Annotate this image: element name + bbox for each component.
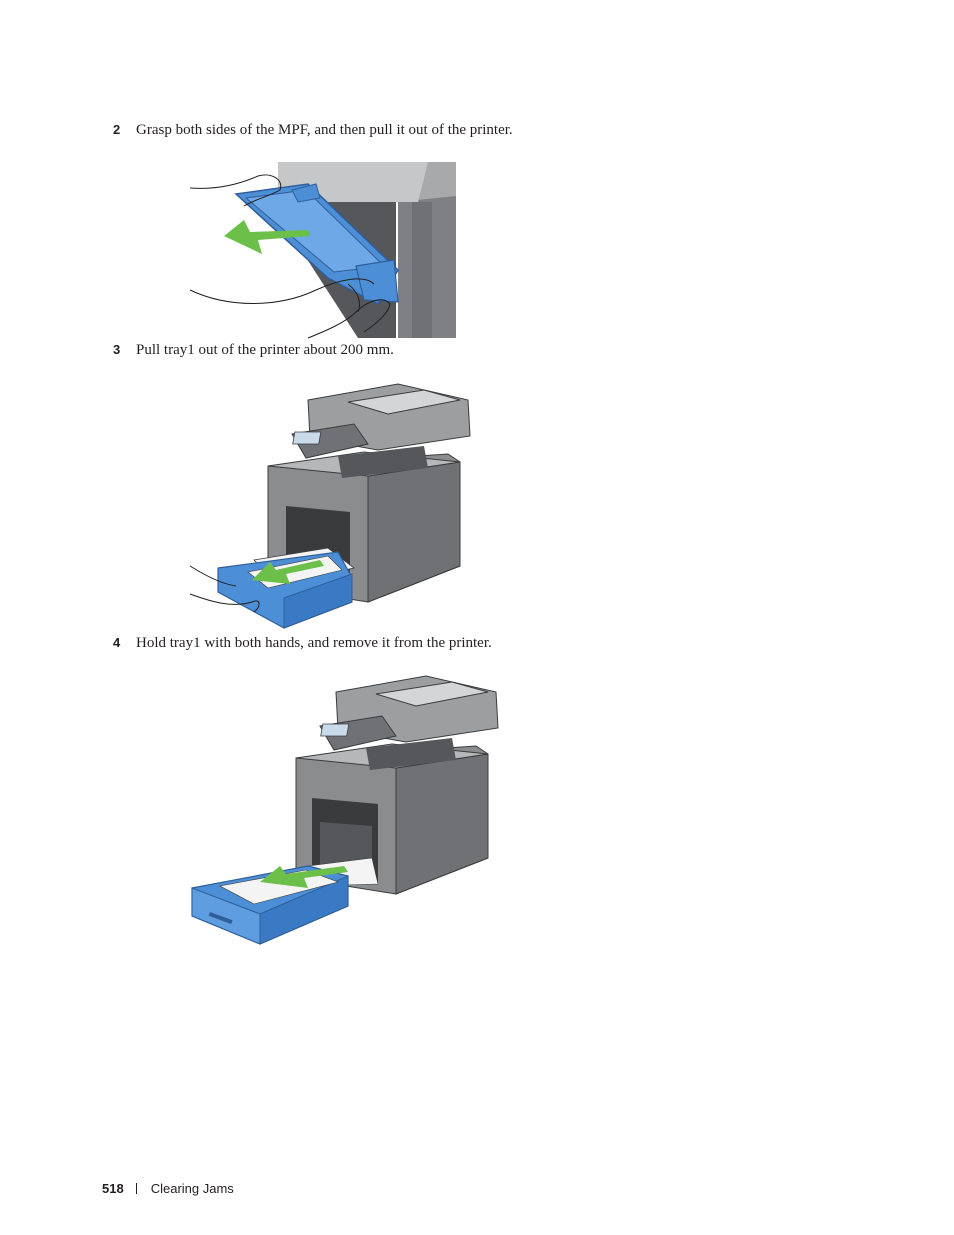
- step-text: Hold tray1 with both hands, and remove i…: [136, 635, 492, 651]
- section-title: Clearing Jams: [150, 1181, 234, 1196]
- step-text: Grasp both sides of the MPF, and then pu…: [136, 122, 513, 138]
- tray-pull-illustration: [189, 383, 471, 629]
- tray-removal-illustration: [191, 675, 499, 945]
- footer-divider: [135, 1183, 137, 1194]
- step-number: 4: [113, 635, 121, 650]
- page-number: 518: [102, 1181, 124, 1196]
- step-number: 2: [113, 122, 121, 137]
- step-text: Pull tray1 out of the printer about 200 …: [136, 342, 394, 358]
- mpf-removal-illustration: [189, 162, 456, 339]
- step-number: 3: [113, 342, 121, 357]
- page-footer: 518 Clearing Jams: [102, 1180, 234, 1198]
